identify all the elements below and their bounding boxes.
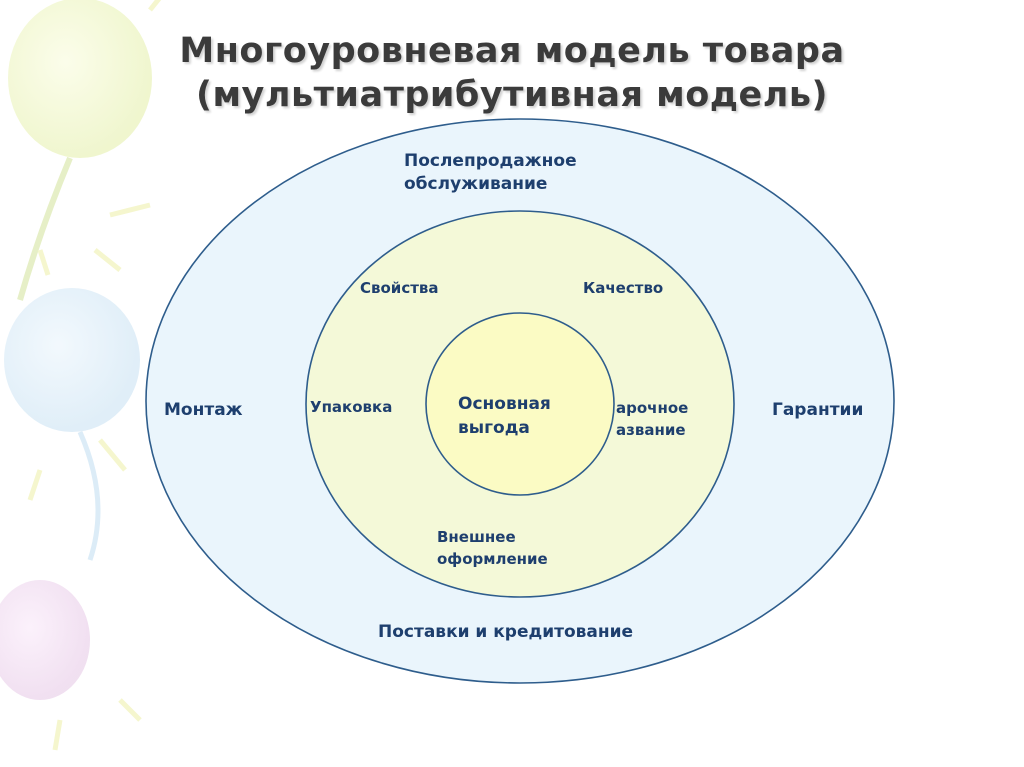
middle-label-brand-name-line-2: азвание [616,421,686,439]
slide-title-line-2: (мультиатрибутивная модель) [195,75,829,115]
outer-label-after-sales: Послепродажное обслуживание [404,150,577,196]
balloon-blue [4,288,140,432]
balloon-string-yellow [17,156,73,301]
core-label-line-2: выгода [458,418,530,438]
middle-label-quality: Качество [583,279,664,297]
core-circle [425,312,615,496]
outer-label-installation: Монтаж [164,400,243,420]
slide-title-line-1: Многоуровневая модель товара [179,31,845,71]
balloon-string-blue [77,430,101,561]
balloon-pink [0,580,90,700]
middle-label-packaging: Упаковка [310,398,393,416]
outer-label-delivery-credit: Поставки и кредитование [378,622,634,642]
middle-label-design-line-1: Внешнее [437,528,516,546]
outer-label-warranty: Гарантии [772,400,864,420]
middle-label-brand-name: арочное азвание [616,397,688,441]
middle-label-design: Внешнее оформление [437,526,548,570]
core-label-main-benefit: Основная выгода [458,392,551,440]
outer-label-after-sales-line-1: Послепродажное [404,151,577,171]
middle-label-design-line-2: оформление [437,550,548,568]
outer-label-after-sales-line-2: обслуживание [404,174,548,194]
middle-label-properties: Свойства [360,279,439,297]
balloon-yellow [8,0,152,158]
sun-rays [27,0,162,751]
middle-label-brand-name-line-1: арочное [616,399,689,417]
core-label-line-1: Основная [458,394,551,414]
